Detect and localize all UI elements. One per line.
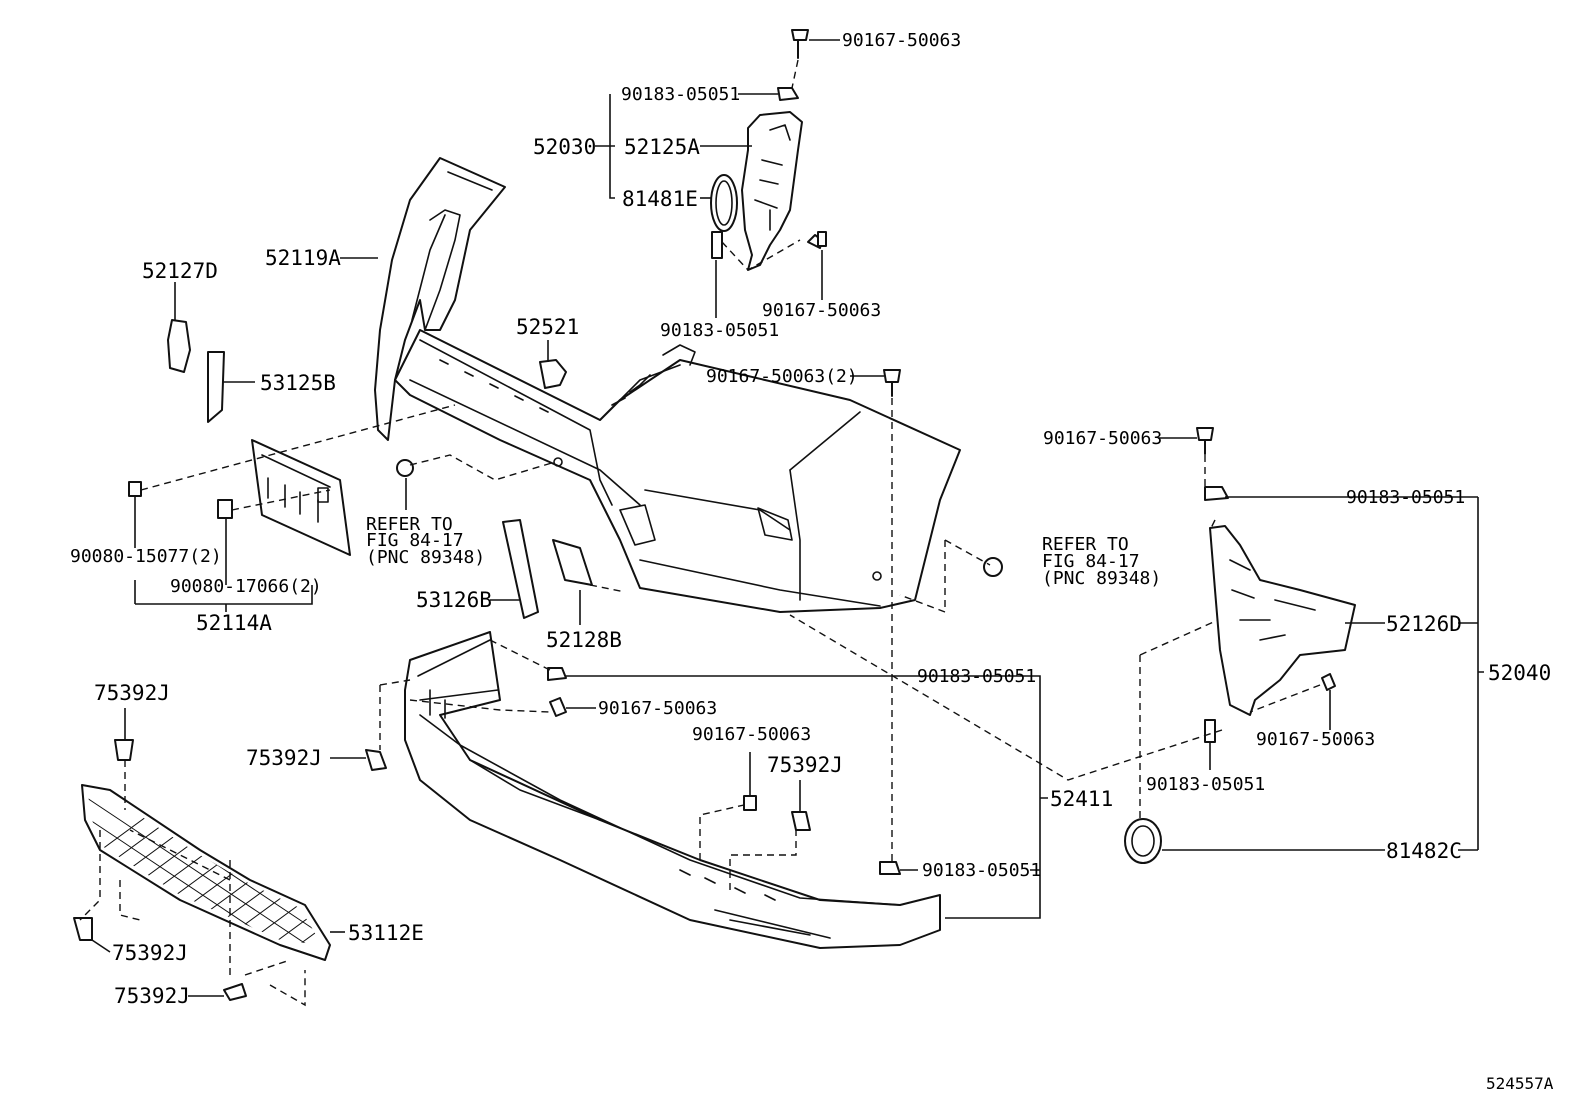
label-90167-50063-top: 90167-50063 (842, 30, 961, 51)
bracket-52128B (552, 539, 593, 586)
label-90183-05051-top: 90183-05051 (621, 84, 740, 105)
label-90167-50063-bracket: 90167-50063 (762, 300, 881, 321)
license-bracket-52114A (251, 439, 351, 556)
label-90167-50063-right-low: 90167-50063 (1256, 729, 1375, 750)
label-75392J-top-left: 75392J (94, 681, 170, 705)
screw-icons (73, 29, 1336, 1001)
label-53126B: 53126B (416, 588, 492, 612)
label-90080-15077: 90080-15077(2) (70, 546, 222, 567)
label-52040: 52040 (1488, 661, 1551, 685)
label-90167-50063-lower: 90167-50063 (692, 724, 811, 745)
label-81482C: 81482C (1386, 839, 1462, 863)
label-75392J-center: 75392J (767, 753, 843, 777)
label-81481E: 81481E (622, 187, 698, 211)
label-refer-right-3: (PNC 89348) (1042, 568, 1161, 589)
label-refer-left-1: REFER TO (366, 514, 453, 535)
label-refer-left-3: (PNC 89348) (366, 547, 485, 568)
label-52030: 52030 (533, 135, 596, 159)
label-53112E: 53112E (348, 921, 424, 945)
label-refer-right-2: FIG 84-17 (1042, 551, 1140, 572)
lower-bumper-52411 (404, 631, 941, 949)
label-90080-17066: 90080-17066(2) (170, 576, 322, 597)
label-52126D: 52126D (1386, 612, 1462, 636)
label-90167-50063-mid: 90167-50063 (598, 698, 717, 719)
leader-lines (91, 39, 1484, 997)
label-75392J-mid-left: 75392J (246, 746, 322, 770)
lamp-bracket-52127D (167, 319, 191, 373)
bracket-52126D (1124, 486, 1356, 864)
label-90183-05051-bottom: 90183-05051 (922, 860, 1041, 881)
label-52128B: 52128B (546, 628, 622, 652)
label-52521: 52521 (516, 315, 579, 339)
label-52114A: 52114A (196, 611, 272, 635)
label-90183-05051-right: 90183-05051 (1346, 487, 1465, 508)
retainer-52521 (539, 359, 567, 389)
lower-grille-53112E (81, 784, 331, 961)
label-refer-right-1: REFER TO (1042, 534, 1129, 555)
illustration-id: 524557A (1486, 1074, 1554, 1093)
label-75392J-low2: 75392J (114, 984, 190, 1008)
label-90167-50063-2: 90167-50063(2) (706, 366, 858, 387)
label-52119A: 52119A (265, 246, 341, 270)
label-refer-left-2: FIG 84-17 (366, 530, 464, 551)
label-52125A: 52125A (624, 135, 700, 159)
part-labels: 90167-50063 90183-05051 52030 52125A 814… (70, 30, 1554, 1093)
label-90183-05051-right-low: 90183-05051 (1146, 774, 1265, 795)
label-53125B: 53125B (260, 371, 336, 395)
bumper-cover (374, 157, 961, 613)
label-52411: 52411 (1050, 787, 1113, 811)
label-75392J-low1: 75392J (112, 941, 188, 965)
label-90183-05051-bracket: 90183-05051 (660, 320, 779, 341)
bracket-52030 (710, 87, 823, 271)
reflector-53125B (207, 351, 225, 423)
garnish-53126B (502, 519, 539, 619)
label-52127D: 52127D (142, 259, 218, 283)
label-90183-05051-mid: 90183-05051 (917, 666, 1036, 687)
assembly-lines (79, 59, 1321, 1007)
label-90167-50063-right: 90167-50063 (1043, 428, 1162, 449)
